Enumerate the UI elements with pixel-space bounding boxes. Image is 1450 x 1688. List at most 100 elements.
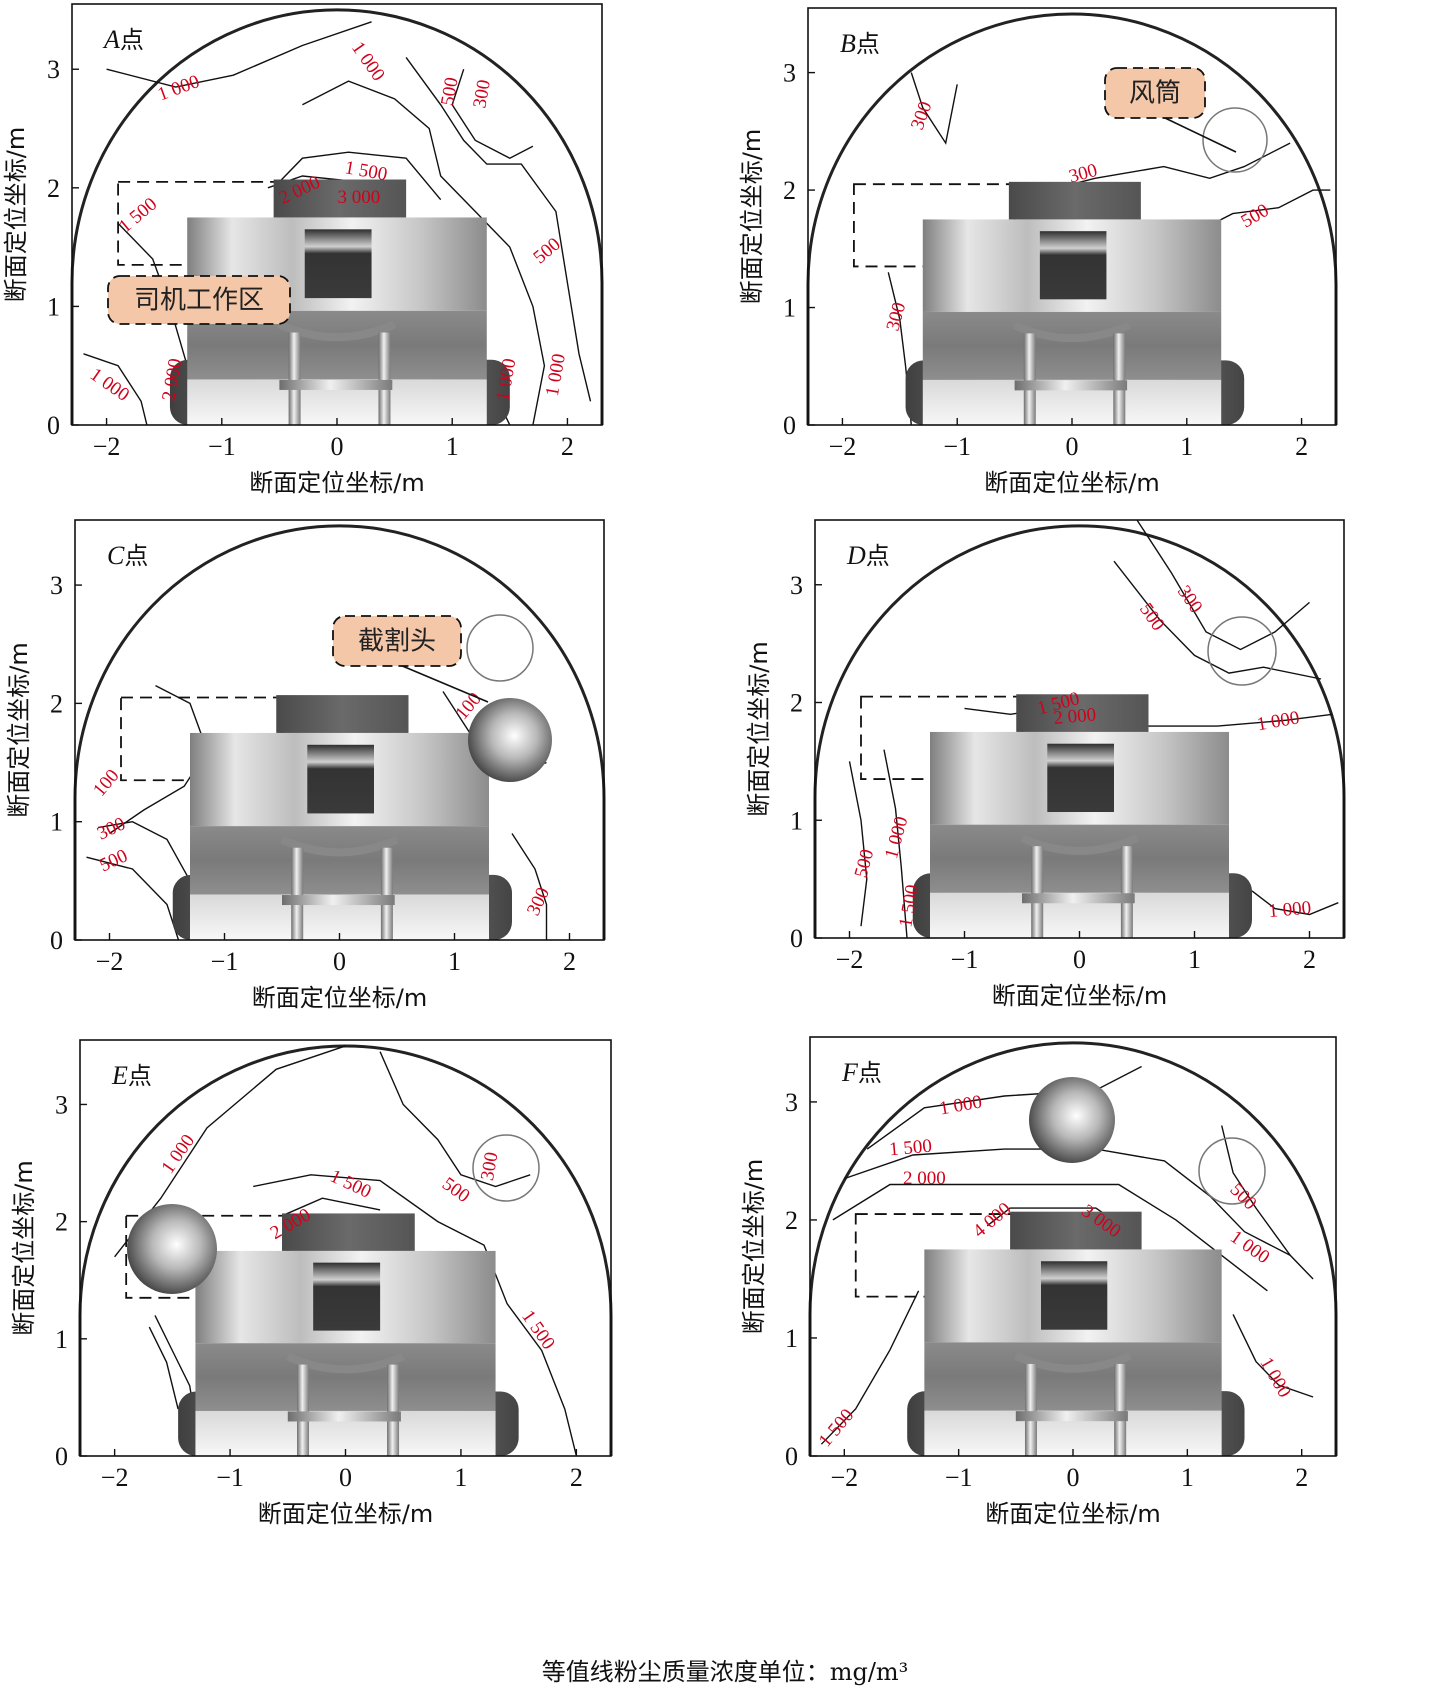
machine-window (1047, 743, 1114, 813)
y-axis-label: 断面定位坐标/m (738, 129, 766, 304)
air-duct-circle (472, 1134, 540, 1202)
y-tick-label: 1 (47, 292, 60, 321)
contour-label: 2 000 (1053, 704, 1097, 729)
x-axis-label: 断面定位坐标/m (984, 469, 1159, 497)
contour-line (302, 80, 546, 426)
panel-label: C点 (107, 541, 148, 570)
y-tick-label: 1 (785, 1324, 798, 1353)
contour-line (848, 761, 868, 927)
contour-line (281, 1197, 381, 1217)
machine-mid (195, 1343, 496, 1411)
guard-post (291, 847, 304, 940)
guard-bar (282, 895, 395, 906)
footer-note: 等值线粉尘质量浓度单位：mg/m³ (541, 1658, 909, 1686)
machine-mid (930, 824, 1229, 893)
machine-mid (922, 311, 1222, 380)
guard-bar (1022, 893, 1135, 904)
panel-label: F点 (841, 1058, 882, 1087)
contour-line (83, 353, 148, 426)
x-tick-label: 0 (1073, 945, 1086, 974)
x-axis-label: 断面定位坐标/m (249, 469, 424, 497)
y-tick-label: 3 (783, 59, 796, 88)
contour-line (1251, 890, 1339, 916)
x-axis-label: 断面定位坐标/m (258, 1500, 433, 1528)
air-duct-circle (1207, 616, 1277, 686)
callout-label: 截割头 (358, 627, 436, 657)
contour-line (379, 1051, 531, 1188)
y-tick-label: 1 (50, 808, 63, 837)
x-tick-label: −1 (211, 947, 239, 976)
x-tick-label: 2 (1303, 945, 1316, 974)
y-tick-label: 2 (55, 1208, 68, 1237)
guard-post (1114, 1363, 1127, 1456)
contour-label: 1 000 (1226, 1226, 1273, 1268)
guard-post (1120, 846, 1133, 938)
contour-label: 1 000 (157, 1131, 199, 1178)
guard-post (380, 847, 393, 940)
x-tick-label: 0 (1066, 432, 1079, 461)
guard-post (1113, 333, 1126, 425)
contour-label: 300 (907, 99, 936, 133)
x-tick-label: −2 (93, 432, 121, 461)
panel-label: E点 (111, 1061, 152, 1090)
x-tick-label: −1 (951, 945, 979, 974)
y-tick-label: 3 (790, 571, 803, 600)
callout-label: 司机工作区 (134, 286, 264, 316)
x-tick-label: −2 (829, 432, 857, 461)
tunnel-outline (808, 1041, 1338, 1456)
y-tick-label: 2 (50, 689, 63, 718)
y-axis-label: 断面定位坐标/m (740, 1159, 768, 1334)
y-axis-label: 断面定位坐标/m (5, 642, 33, 817)
y-tick-label: 2 (47, 174, 60, 203)
x-axis-label: 断面定位坐标/m (252, 984, 427, 1012)
machine-window (307, 744, 374, 814)
y-tick-label: 0 (55, 1442, 68, 1471)
guard-arc (1012, 321, 1132, 343)
x-tick-label: −2 (836, 945, 864, 974)
cutting-head (468, 698, 552, 782)
cutting-head (1029, 1077, 1115, 1163)
machine-top (282, 1213, 415, 1251)
guard-arc (277, 320, 397, 342)
y-tick-label: 3 (55, 1090, 68, 1119)
x-tick-label: 0 (333, 947, 346, 976)
x-tick-label: −1 (216, 1463, 244, 1492)
contour-line (910, 72, 958, 145)
x-tick-label: 0 (331, 432, 344, 461)
machine-top (1016, 694, 1149, 732)
contour-label: 1 500 (517, 1306, 559, 1353)
contour-line (278, 151, 442, 201)
contour-label: 3 000 (338, 187, 381, 208)
y-tick-label: 0 (50, 926, 63, 955)
callout-leader (399, 664, 489, 703)
x-tick-label: 0 (339, 1463, 352, 1492)
contour-label: 300 (469, 78, 495, 110)
y-tick-label: 2 (785, 1206, 798, 1235)
panel-label: A点 (102, 25, 144, 54)
guard-arc (280, 835, 399, 857)
contour-line (253, 1174, 578, 1457)
contour-label: 1 000 (881, 814, 912, 861)
contour-label: 1 000 (86, 364, 133, 406)
y-axis-label: 断面定位坐标/m (745, 641, 773, 816)
contour-label: 500 (851, 847, 879, 880)
x-tick-label: 2 (1295, 432, 1308, 461)
contour-line (1221, 1125, 1314, 1280)
contour-label: 300 (1173, 582, 1207, 617)
contour-label: 500 (437, 76, 463, 108)
machine-mid (190, 826, 489, 895)
y-tick-label: 1 (783, 294, 796, 323)
panel-label: D点 (846, 541, 890, 570)
air-duct-circle (1202, 107, 1268, 173)
machine-window (304, 229, 372, 299)
guard-arc (1020, 834, 1139, 855)
machine-top (1010, 1211, 1142, 1250)
contour-line (511, 833, 548, 940)
y-tick-label: 3 (50, 571, 63, 600)
contour-label: 500 (96, 845, 131, 876)
guard-bar (1014, 380, 1128, 391)
x-tick-label: 2 (1295, 1463, 1308, 1492)
